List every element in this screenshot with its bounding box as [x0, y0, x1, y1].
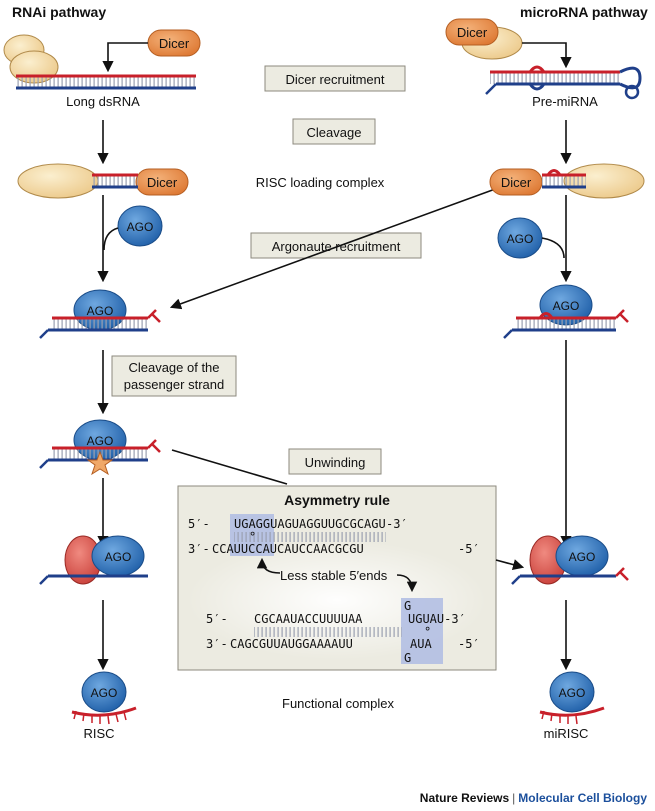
svg-text:-3′: -3′	[386, 517, 408, 531]
long-dsrna	[16, 74, 196, 90]
wobble-mark: °	[249, 530, 256, 544]
journal-credit: Nature Reviews|Molecular Cell Biology	[420, 791, 647, 805]
journal-name: Nature Reviews	[419, 791, 510, 805]
ago-protein: AGO	[555, 535, 609, 577]
pre-mirna-label: Pre-miRNA	[532, 94, 598, 109]
dicer-label: Dicer	[501, 175, 532, 190]
rnai-pathway-heading: RNAi pathway	[12, 4, 106, 20]
wobble-mark: °	[424, 625, 431, 639]
svg-text:Unwinding: Unwinding	[305, 455, 366, 470]
journal-section: Molecular Cell Biology	[518, 791, 647, 805]
mirna-guide-strand	[539, 706, 605, 717]
dicer-protein: Dicer	[445, 18, 499, 46]
asymmetry-rule-title: Asymmetry rule	[284, 492, 390, 508]
ago-label: AGO	[91, 686, 118, 700]
ago-protein: AGO	[81, 671, 127, 713]
svg-text:Cleavage of the: Cleavage of the	[128, 360, 219, 375]
ago-label: AGO	[127, 220, 154, 234]
dicer-protein: Dicer	[147, 29, 201, 57]
bottom-antisense-sequence: CAGCGUUAUGGAAAAUU	[230, 637, 353, 651]
sirna-duplex	[92, 173, 138, 189]
loaded-mirna-duplex	[503, 309, 629, 339]
risc-label: RISC	[83, 726, 114, 741]
svg-text:AUA: AUA	[410, 637, 432, 651]
dicer-label: Dicer	[457, 25, 488, 40]
ago-label: AGO	[105, 550, 132, 564]
svg-text:UGUAU-3′: UGUAU-3′	[408, 612, 466, 626]
svg-text:Dicer recruitment: Dicer recruitment	[286, 72, 385, 87]
top-sense-sequence: UGAGGUAGUAGGUUGCGCAGU	[234, 517, 386, 531]
guide-strand	[39, 574, 148, 585]
less-stable-ends-note: Less stable 5′ends	[280, 568, 388, 583]
ago-protein: AGO	[91, 535, 145, 577]
step-unwinding: Unwinding	[288, 448, 382, 475]
cleavage-star-icon	[86, 450, 114, 476]
ago-protein: AGO	[117, 205, 163, 247]
svg-text:G: G	[404, 651, 411, 665]
top-antisense-sequence: CCAUUCCAUCAUCCAACGCGU	[212, 542, 364, 556]
svg-text:5′-: 5′-	[206, 612, 228, 626]
svg-text:3′-: 3′-	[206, 637, 228, 651]
credit-separator: |	[512, 791, 516, 805]
ago-label: AGO	[569, 550, 596, 564]
dicer-label: Dicer	[147, 175, 178, 190]
svg-text:Cleavage: Cleavage	[307, 125, 362, 140]
bottom-sense-sequence: CGCAAUACCUUUUAA	[254, 612, 363, 626]
microrna-pathway-heading: microRNA pathway	[520, 4, 648, 20]
risc-loading-complex-label: RISC loading complex	[256, 175, 385, 190]
svg-text:G: G	[404, 599, 411, 613]
dicer-label: Dicer	[159, 36, 190, 51]
long-dsrna-label: Long dsRNA	[66, 94, 140, 109]
ago-label: AGO	[87, 304, 114, 318]
dicer-protein: Dicer	[489, 168, 543, 196]
functional-complex-label: Functional complex	[282, 696, 394, 711]
step-dicer-recruitment: Dicer recruitment	[264, 65, 406, 92]
mirisc-label: miRISC	[544, 726, 589, 741]
guide-strand	[511, 567, 629, 585]
dicer-protein: Dicer	[135, 168, 189, 196]
svg-text:passenger strand: passenger strand	[124, 377, 224, 392]
svg-text:-5′: -5′	[458, 637, 480, 651]
svg-text:5′-: 5′-	[188, 517, 210, 531]
ago-protein: AGO	[497, 217, 543, 259]
ago-label: AGO	[559, 686, 586, 700]
step-cleavage: Cleavage	[292, 118, 376, 145]
ago-protein: AGO	[549, 671, 595, 713]
svg-text:-5′: -5′	[458, 542, 480, 556]
partner-protein	[17, 163, 99, 199]
loaded-duplex	[39, 309, 161, 339]
asymmetry-rule-box: Asymmetry rule 5′- UGAGGUAGUAGGUUGCGCAGU…	[177, 485, 497, 671]
svg-text:3′-: 3′-	[188, 542, 210, 556]
pre-mirna-hairpin	[485, 65, 642, 100]
ago-label: AGO	[507, 232, 534, 246]
step-passenger-cleavage: Cleavage of the passenger strand	[111, 355, 237, 397]
ago-label: AGO	[87, 434, 114, 448]
mirna-duplex	[542, 169, 586, 189]
step-argonaute-recruitment: Argonaute recruitment	[250, 232, 422, 259]
ago-label: AGO	[553, 299, 580, 313]
guide-strand	[71, 706, 137, 717]
